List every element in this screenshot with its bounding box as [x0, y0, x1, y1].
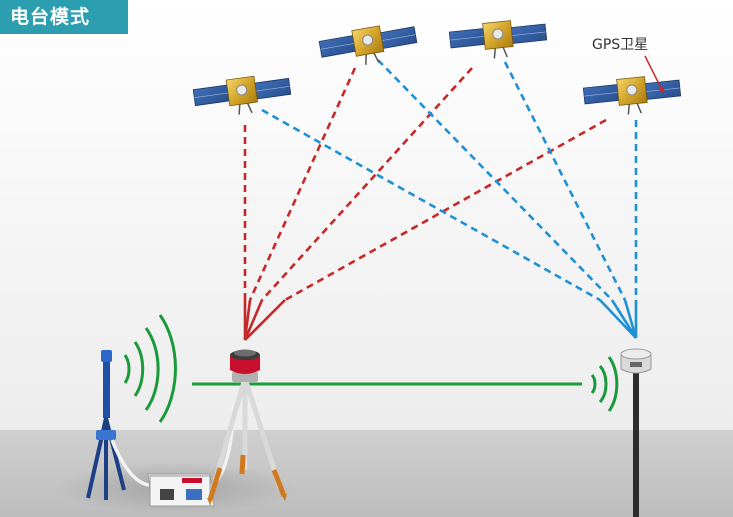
radio-unit	[147, 473, 215, 507]
satellite	[318, 25, 418, 65]
page-title: 电台模式	[0, 0, 128, 34]
base-signal-line	[261, 67, 473, 301]
label-pointer	[644, 55, 663, 91]
base-receiver	[230, 349, 260, 374]
rover-signal-solid	[599, 299, 638, 339]
base-tripod	[207, 372, 287, 505]
satellite	[448, 20, 548, 59]
base-signal-solid	[243, 299, 286, 341]
base-signal-line	[284, 118, 607, 302]
base-signal-lines	[243, 67, 607, 302]
rover-signal-line	[377, 59, 613, 301]
radio-antenna	[86, 350, 126, 500]
label-pointer-dot	[659, 87, 665, 93]
rover-signal-line	[503, 61, 627, 301]
satellite-label: GPS卫星	[592, 37, 649, 53]
base-signal-line	[248, 67, 357, 301]
satellite	[192, 75, 292, 115]
radio-waves-right	[590, 356, 619, 412]
rover-signal-line	[261, 108, 601, 302]
rover-signal-lines	[261, 59, 638, 302]
rover-receiver	[620, 348, 652, 517]
radio-waves-left	[123, 314, 177, 423]
